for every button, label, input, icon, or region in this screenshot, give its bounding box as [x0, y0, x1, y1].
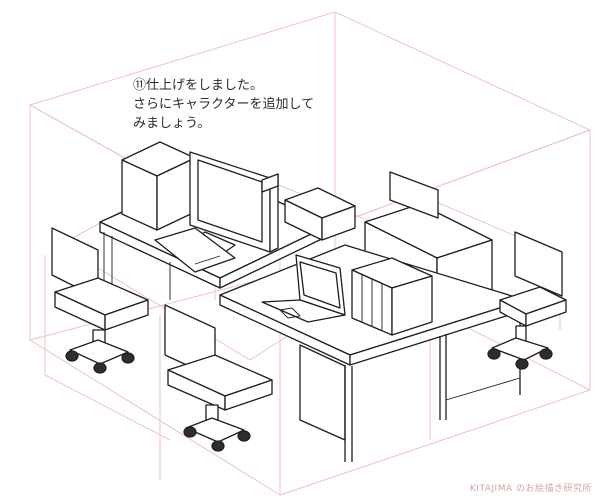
right-chair-wheel	[487, 348, 501, 360]
caption-line-2: さらにキャラクターを追加して	[133, 97, 315, 112]
left-chair-wheel	[121, 352, 135, 364]
guide-left-seat	[44, 255, 171, 441]
front-chair-wheel	[183, 426, 197, 438]
printer-box-side	[321, 205, 356, 241]
laptop-display	[299, 261, 341, 309]
front-chair-wheel	[237, 430, 251, 442]
left-chair-seat-side	[104, 299, 149, 331]
right-chair-seat-side	[525, 299, 567, 327]
caption-line-1: ⑪仕上げをしました。	[133, 78, 264, 93]
book-stack	[351, 257, 433, 336]
laptop-base	[261, 299, 346, 323]
keyboard	[154, 227, 236, 273]
laptop	[261, 254, 346, 323]
left-chair-base	[69, 339, 129, 365]
monitor-back-bar	[261, 173, 279, 193]
left-chair-wheel	[93, 362, 107, 374]
right-chair-back	[514, 231, 563, 297]
caption-line-3: みましょう。	[133, 116, 211, 131]
author-credit: KITAJIMA のお絵描き研究所	[469, 484, 592, 494]
keyboard-trackpad	[194, 255, 221, 265]
front-chair	[164, 304, 273, 452]
monitor-screen	[197, 159, 263, 243]
right-chair-base	[491, 337, 549, 361]
front-desk-crossbar	[445, 377, 521, 401]
left-chair	[51, 227, 149, 374]
printer-box	[284, 187, 356, 241]
right-chair	[487, 231, 567, 370]
back-chair-top	[389, 171, 439, 219]
front-chair-seat-side	[224, 379, 273, 411]
books-side	[391, 275, 433, 336]
monitor	[154, 151, 279, 273]
front-chair-wheel	[211, 440, 225, 452]
laptop-trackpad	[279, 307, 301, 319]
right-chair-wheel	[539, 348, 553, 360]
left-chair-wheel	[65, 350, 79, 362]
step-caption: ⑪仕上げをしました。 さらにキャラクターを追加して みましょう。	[133, 76, 363, 133]
front-chair-base	[185, 417, 245, 443]
right-chair-wheel	[515, 358, 529, 370]
pc-tower	[121, 141, 196, 231]
